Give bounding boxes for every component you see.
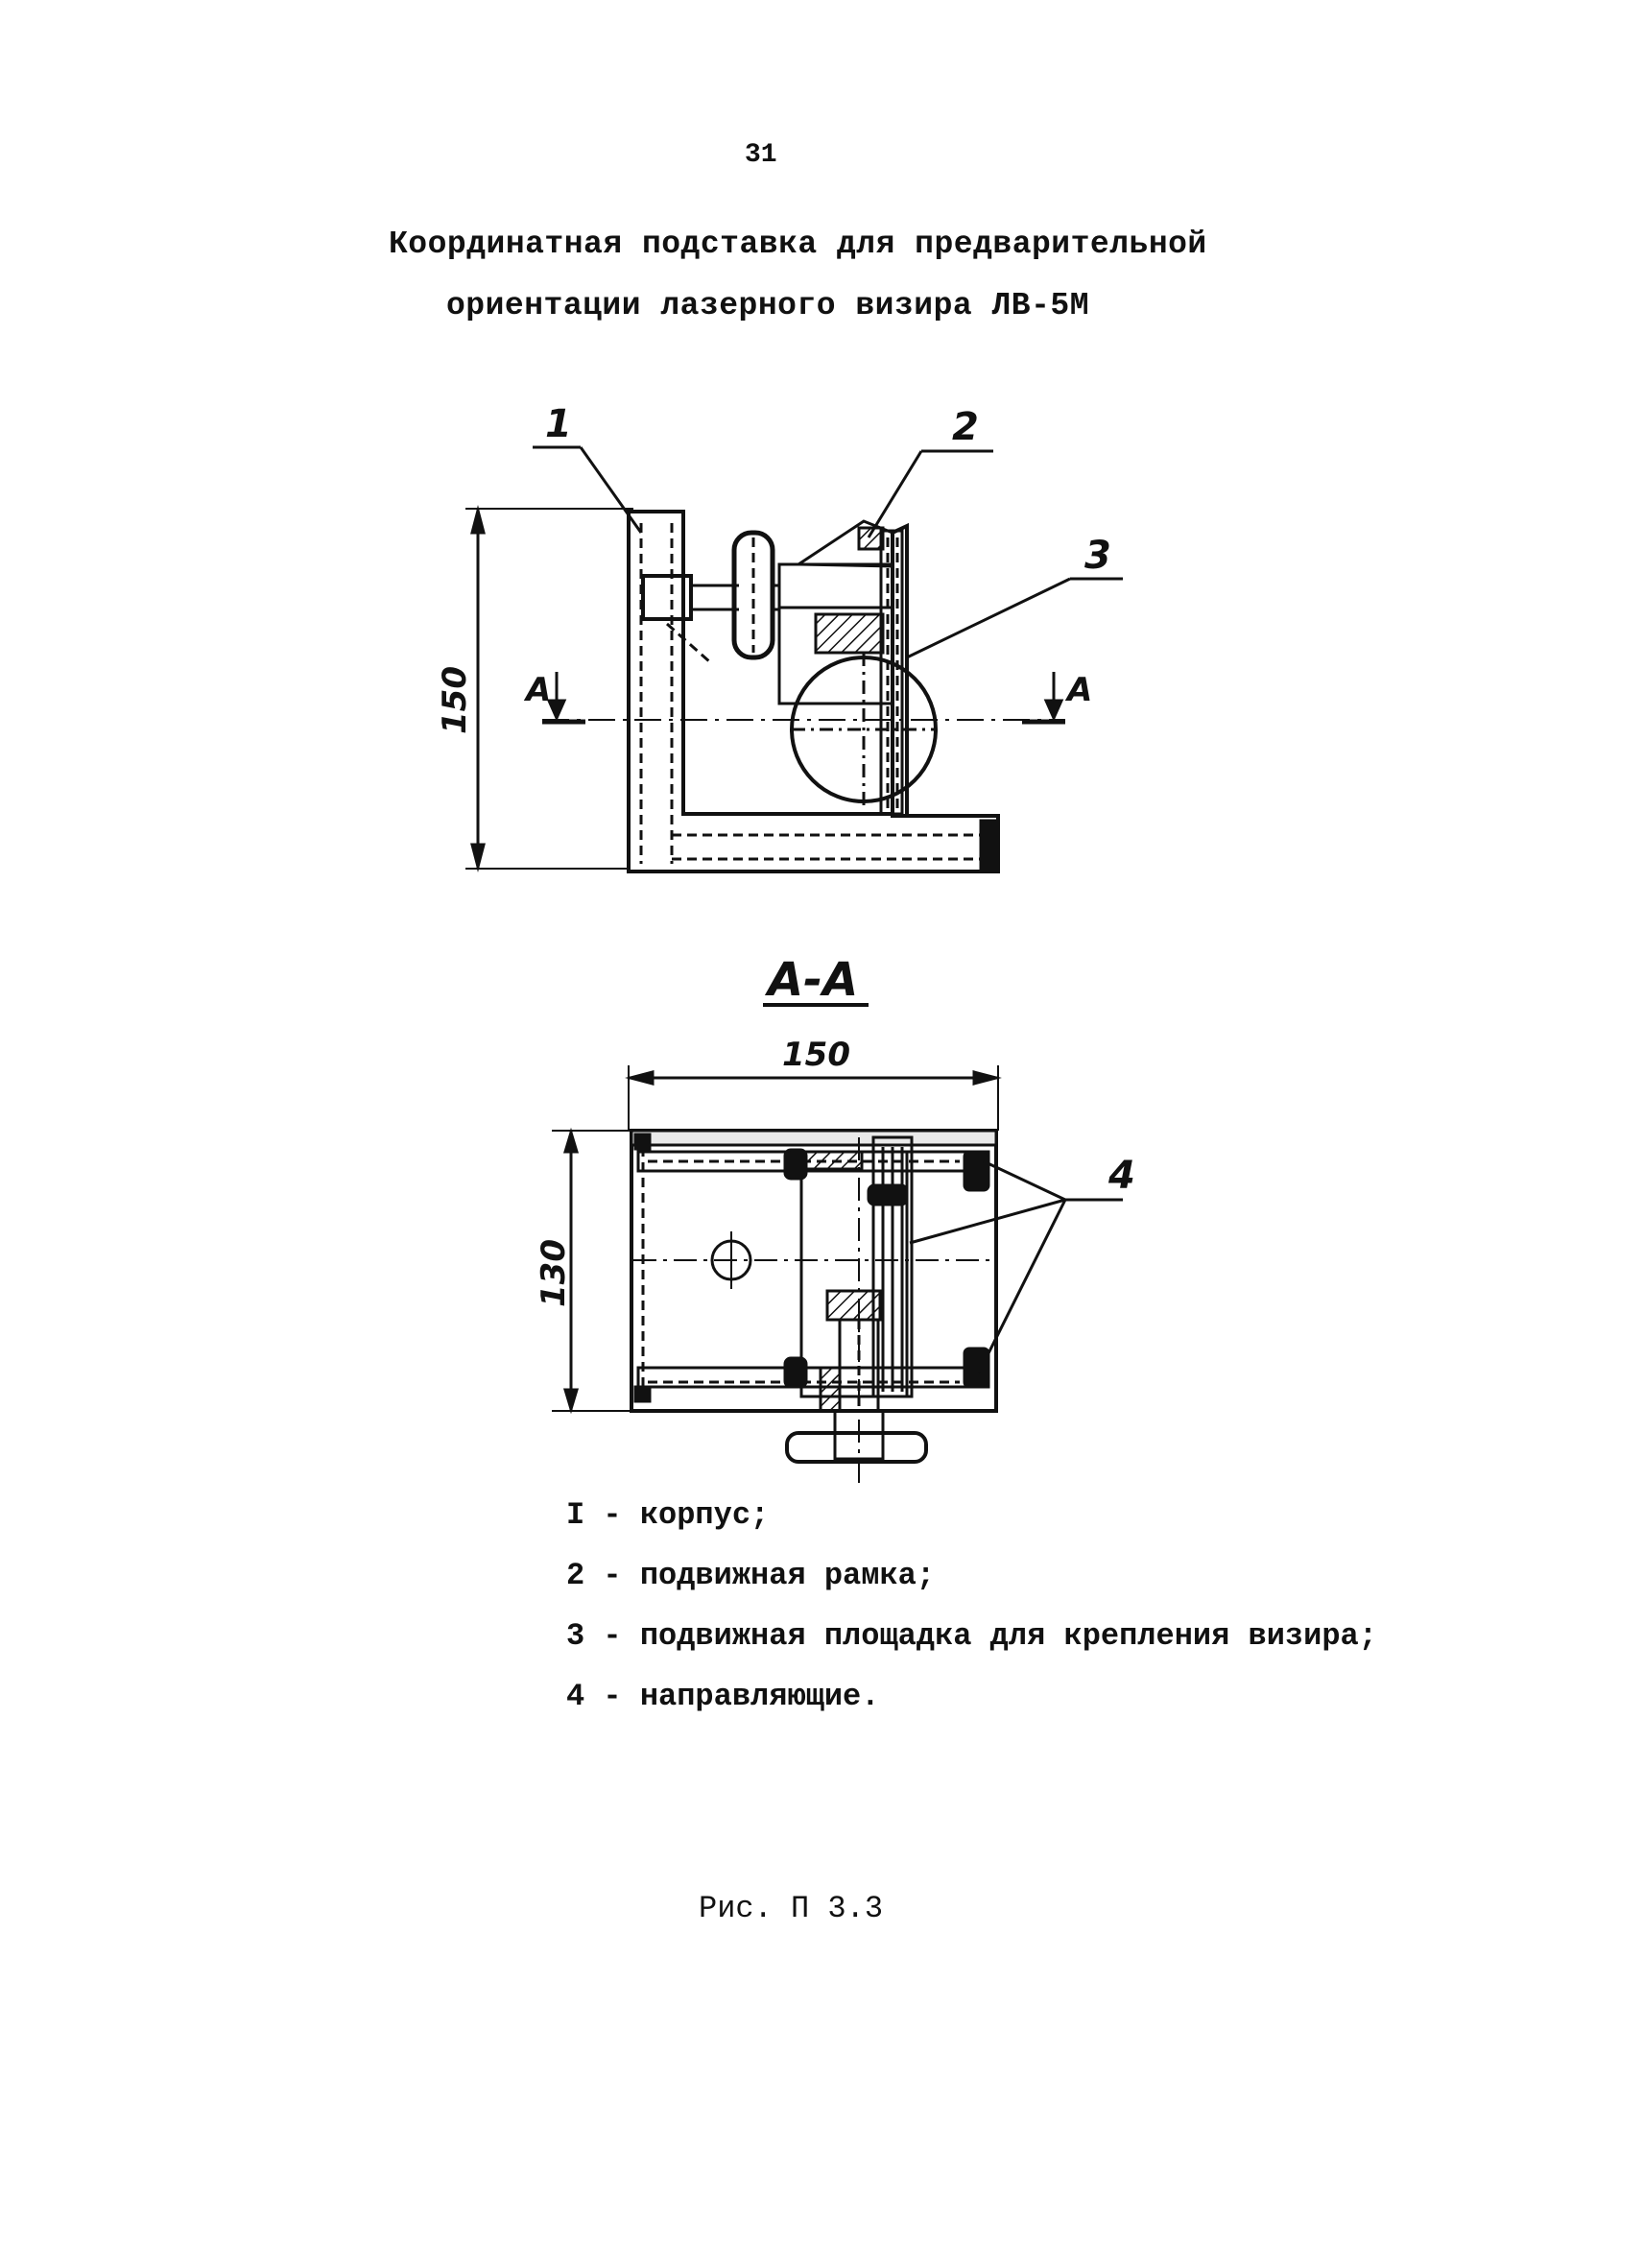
section-view xyxy=(552,1065,1123,1488)
section-marker-left-label: A xyxy=(523,671,551,709)
figure-title-line-2: ориентации лазерного визира ЛВ-5М xyxy=(446,288,1090,323)
section-width-dimension-label: 150 xyxy=(782,1036,850,1074)
section-aa-title: A-A xyxy=(764,953,858,1007)
section-marker-right-label: A xyxy=(1064,671,1092,709)
callout-3-label: 3 xyxy=(1084,534,1111,578)
callout-1-label: 1 xyxy=(545,402,572,446)
callout-2-label: 2 xyxy=(952,405,979,449)
figure-caption: Рис. П 3.3 xyxy=(699,1891,884,1926)
front-view xyxy=(465,445,1123,873)
legend: I - корпус; 2 - подвижная рамка; 3 - под… xyxy=(566,1497,1377,1739)
legend-item-movable-platform: 3 - подвижная площадка для крепления виз… xyxy=(566,1618,1377,1654)
callout-4-label: 4 xyxy=(1107,1154,1135,1198)
legend-item-guides: 4 - направляющие. xyxy=(566,1679,880,1714)
figure-title-line-1: Координатная подставка для предварительн… xyxy=(389,227,1207,262)
front-height-dimension-label: 150 xyxy=(436,666,474,734)
legend-item-body: I - корпус; xyxy=(566,1497,770,1533)
page-number: 31 xyxy=(745,140,777,170)
legend-item-movable-frame: 2 - подвижная рамка; xyxy=(566,1558,936,1593)
section-height-dimension-label: 130 xyxy=(535,1239,573,1307)
body-frame xyxy=(627,510,1000,873)
